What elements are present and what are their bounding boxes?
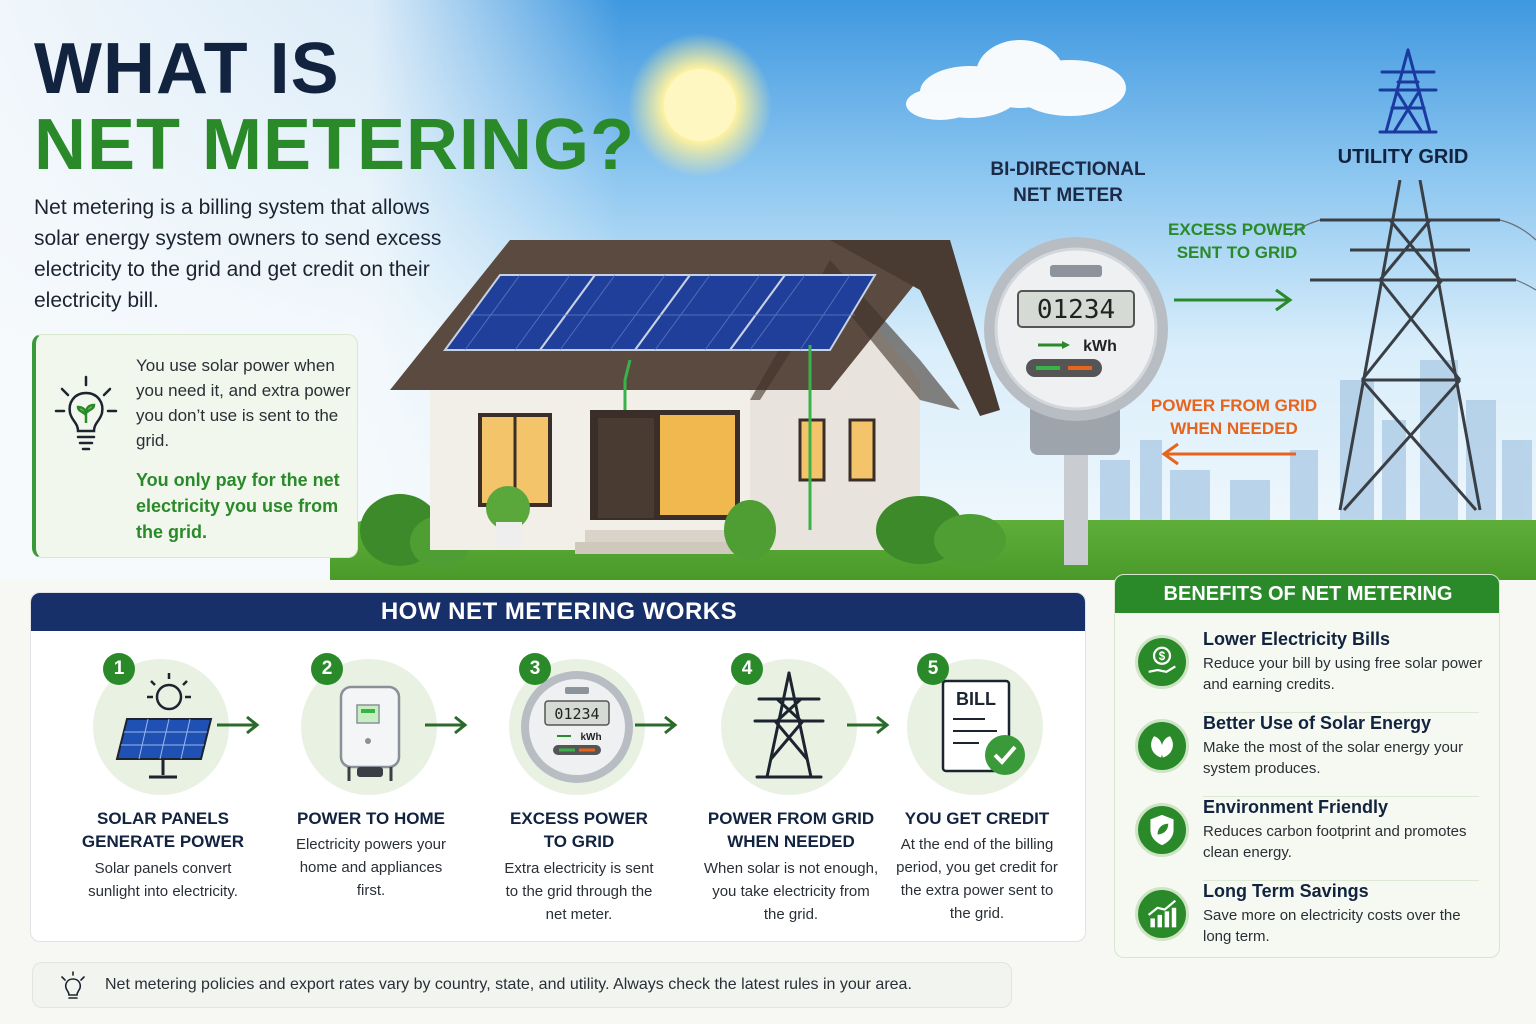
benefit-item: Long Term Savings Save more on electrici…	[1115, 881, 1499, 957]
step-number: 3	[519, 653, 551, 685]
step-title: YOU GET CREDIT	[904, 809, 1050, 828]
step-title: EXCESS POWER TO GRID	[510, 809, 648, 851]
how-it-works-panel: HOW NET METERING WORKS 1 SOLAR PANELS GE…	[30, 592, 1086, 942]
sun-icon	[628, 33, 772, 177]
step-number: 4	[731, 653, 763, 685]
meter-icon: 01234 kWh	[521, 671, 633, 783]
intro-text: Net metering is a billing system that al…	[34, 196, 442, 312]
benefit-item: $ Lower Electricity Bills Reduce your bi…	[1115, 629, 1499, 713]
utility-grid-label: UTILITY GRID	[1337, 146, 1469, 168]
arrow-right-icon	[425, 715, 468, 735]
tower-icon	[1378, 48, 1438, 134]
benefit-item: Environment Friendly Reduces carbon foot…	[1115, 797, 1499, 881]
inverter-icon	[339, 685, 401, 781]
meter-unit: kWh	[1083, 338, 1117, 355]
benefit-title: Environment Friendly	[1203, 797, 1389, 817]
benefit-title: Long Term Savings	[1203, 881, 1369, 901]
benefit-item: Better Use of Solar Energy Make the most…	[1115, 713, 1499, 797]
benefits-panel: BENEFITS OF NET METERING $ Lower Electri…	[1114, 574, 1500, 958]
page-title-line-1: WHAT IS	[34, 29, 340, 109]
lightbulb-icon	[61, 971, 85, 999]
step-number: 5	[917, 653, 949, 685]
net-meter-label: BI-DIRECTIONAL NET METER	[990, 159, 1146, 206]
arrow-right-icon	[217, 715, 260, 735]
svg-text:$: $	[1159, 651, 1166, 663]
bill-label: BILL	[956, 689, 996, 709]
dollar-hand-icon: $	[1135, 635, 1189, 689]
lightbulb-icon	[54, 375, 118, 451]
step-number: 2	[311, 653, 343, 685]
meter-reading: 01234	[554, 705, 599, 723]
benefit-desc: Reduces carbon footprint and promotes cl…	[1203, 823, 1467, 861]
cloud-icon	[906, 40, 1126, 120]
arrow-right-icon	[635, 715, 678, 735]
tip-text: You use solar power when you need it, an…	[136, 356, 351, 450]
benefits-header: BENEFITS OF NET METERING	[1115, 575, 1499, 613]
growth-chart-icon	[1135, 887, 1189, 941]
transmission-tower	[1290, 180, 1536, 511]
step-desc: Electricity powers your home and applian…	[295, 836, 447, 899]
arrow-right-icon	[847, 715, 890, 735]
step-desc: Extra electricity is sent to the grid th…	[504, 860, 654, 923]
step-title: POWER FROM GRID WHEN NEEDED	[707, 809, 875, 851]
step-desc: When solar is not enough, you take elect…	[703, 860, 879, 923]
shield-leaf-icon	[1135, 803, 1189, 857]
benefit-desc: Save more on electricity costs over the …	[1203, 907, 1461, 945]
leaf-icon	[1135, 719, 1189, 773]
meter-unit: kWh	[580, 732, 601, 743]
benefit-title: Lower Electricity Bills	[1203, 629, 1391, 649]
arrow-right-icon	[1174, 288, 1293, 312]
solar-panel-icon	[115, 673, 213, 779]
step-desc: At the end of the billing period, you ge…	[896, 836, 1058, 922]
bill-icon: BILL	[941, 679, 1025, 775]
benefit-desc: Make the most of the solar energy your s…	[1203, 739, 1464, 777]
solar-house-illustration	[360, 240, 1006, 568]
net-meter-illustration: 01234 kWh	[984, 237, 1168, 565]
step-number: 1	[103, 653, 135, 685]
disclaimer-text: Net metering policies and export rates v…	[105, 976, 912, 993]
meter-reading: 01234	[1037, 295, 1115, 325]
tip-highlight: You only pay for the net electricity you…	[136, 470, 340, 542]
benefit-title: Better Use of Solar Energy	[1203, 713, 1432, 733]
tower-icon	[753, 671, 825, 779]
how-it-works-header: HOW NET METERING WORKS	[31, 593, 1085, 631]
step-title: SOLAR PANELS GENERATE POWER	[81, 809, 245, 851]
excess-power-label: EXCESS POWER SENT TO GRID	[1168, 220, 1306, 262]
step-title: POWER TO HOME	[297, 809, 445, 828]
disclaimer-note: Net metering policies and export rates v…	[32, 962, 1012, 1008]
step-desc: Solar panels convert sunlight into elect…	[88, 860, 238, 900]
benefit-desc: Reduce your bill by using free solar pow…	[1203, 655, 1483, 693]
page-title-line-2: NET METERING?	[34, 105, 635, 185]
tip-box: You use solar power when you need it, an…	[32, 334, 358, 558]
power-from-grid-label: POWER FROM GRID WHEN NEEDED	[1150, 396, 1318, 438]
arrow-left-icon	[1161, 442, 1296, 466]
